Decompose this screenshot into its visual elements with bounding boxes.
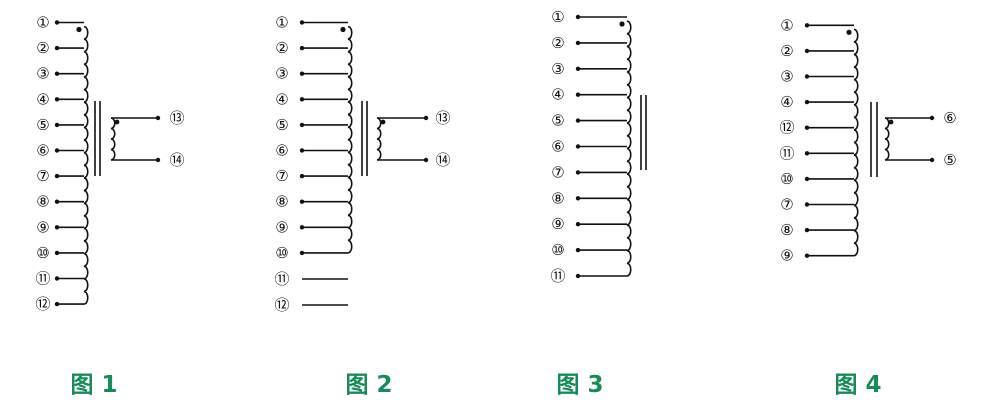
pin-label: ⑤ xyxy=(36,116,49,134)
pin-label: ⑦ xyxy=(36,167,49,185)
terminal-dot xyxy=(155,115,161,121)
terminal-dot xyxy=(929,115,935,121)
pin-label: ① xyxy=(275,14,288,32)
pin-label: ⑤ xyxy=(551,112,564,130)
pin-label: ⑩ xyxy=(275,244,288,262)
terminal-dot xyxy=(929,157,935,163)
polarity-dot xyxy=(114,119,120,125)
pin-label: ③ xyxy=(780,68,793,86)
terminal-dot xyxy=(423,115,429,121)
pin-label: ⑥ xyxy=(275,142,288,160)
pin-label: ⑩ xyxy=(780,170,793,188)
pin-label: ⑨ xyxy=(551,215,564,233)
figure-2: ① ② ③ ④ ⑤ ⑥ ⑦ ⑧ ⑨ ⑩ ⑪ ⑫ ⑬ ⑭ 图 2 xyxy=(274,14,450,399)
terminal-dot xyxy=(155,157,161,163)
figure-1: ① ② ③ ④ ⑤ ⑥ ⑦ ⑧ ⑨ ⑩ ⑪ ⑫ ⑬ ⑭ 图 1 xyxy=(35,14,184,399)
pin-label: ② xyxy=(275,39,288,57)
secondary-coil xyxy=(884,117,890,161)
pin-label: ⑩ xyxy=(36,244,49,262)
primary-coil xyxy=(347,25,353,254)
pin-label: ⑬ xyxy=(169,109,184,127)
polarity-dot xyxy=(888,119,894,125)
pin-label: ⑨ xyxy=(275,218,288,236)
figure-caption: 图 3 xyxy=(556,372,603,398)
figure-caption: 图 1 xyxy=(70,372,117,398)
pin-label: ⑦ xyxy=(551,163,564,181)
pin-label: ④ xyxy=(551,86,564,104)
pin-label: ⑧ xyxy=(780,221,793,239)
pin-label: ⑦ xyxy=(780,196,793,214)
pin-label: ① xyxy=(36,14,49,32)
figure-caption: 图 4 xyxy=(834,372,881,398)
pin-label: ④ xyxy=(780,93,793,111)
pin-label: ② xyxy=(780,42,793,60)
pin-label: ③ xyxy=(551,60,564,78)
pin-label: ① xyxy=(551,8,564,26)
pin-label: ⑤ xyxy=(275,116,288,134)
pin-label: ⑦ xyxy=(275,167,288,185)
pin-label: ⑨ xyxy=(780,247,793,265)
pin-label: ⑧ xyxy=(275,193,288,211)
pin-label: ③ xyxy=(36,65,49,83)
polarity-dot xyxy=(846,29,852,35)
primary-coil xyxy=(853,28,859,257)
pin-label: ② xyxy=(551,34,564,52)
terminal-dot xyxy=(423,157,429,163)
pin-label: ⑥ xyxy=(36,142,49,160)
pin-label: ⑨ xyxy=(36,218,49,236)
pin-label: ③ xyxy=(275,65,288,83)
pin-label: ⑫ xyxy=(35,295,50,313)
secondary-coil xyxy=(376,117,382,161)
pin-label: ⑭ xyxy=(169,151,184,169)
pin-label: ⑥ xyxy=(551,138,564,156)
pin-label: ⑥ xyxy=(943,109,956,127)
pin-label: ⑪ xyxy=(35,270,50,288)
secondary-coil xyxy=(110,117,116,161)
pin-label: ⑤ xyxy=(943,151,956,169)
pin-label: ⑭ xyxy=(435,151,450,169)
pin-label: ⑩ xyxy=(551,241,564,259)
figure-caption: 图 2 xyxy=(345,372,392,398)
polarity-dot xyxy=(619,21,625,27)
pin-label: ⑪ xyxy=(779,144,794,162)
primary-coil xyxy=(626,20,632,277)
pin-label: ⑫ xyxy=(274,296,289,314)
pin-label: ④ xyxy=(36,90,49,108)
pin-label: ② xyxy=(36,39,49,57)
polarity-dot xyxy=(380,119,386,125)
polarity-dot xyxy=(340,26,346,33)
pin-label: ⑫ xyxy=(779,119,794,137)
pin-label: ⑬ xyxy=(435,109,450,127)
pin-label: ⑧ xyxy=(551,189,564,207)
polarity-dot xyxy=(76,26,82,33)
pin-label: ⑧ xyxy=(36,193,49,211)
pin-label: ⑪ xyxy=(274,270,289,288)
pin-label: ⑪ xyxy=(550,267,565,285)
figure-3: ① ② ③ ④ ⑤ ⑥ ⑦ ⑧ ⑨ ⑩ ⑪ 图 3 xyxy=(550,8,647,398)
pin-label: ① xyxy=(780,16,793,34)
primary-coil xyxy=(83,25,89,305)
figure-4: ① ② ③ ④ ⑫ ⑪ ⑩ ⑦ ⑧ ⑨ ⑥ ⑤ 图 4 xyxy=(779,16,956,398)
pin-label: ④ xyxy=(275,90,288,108)
